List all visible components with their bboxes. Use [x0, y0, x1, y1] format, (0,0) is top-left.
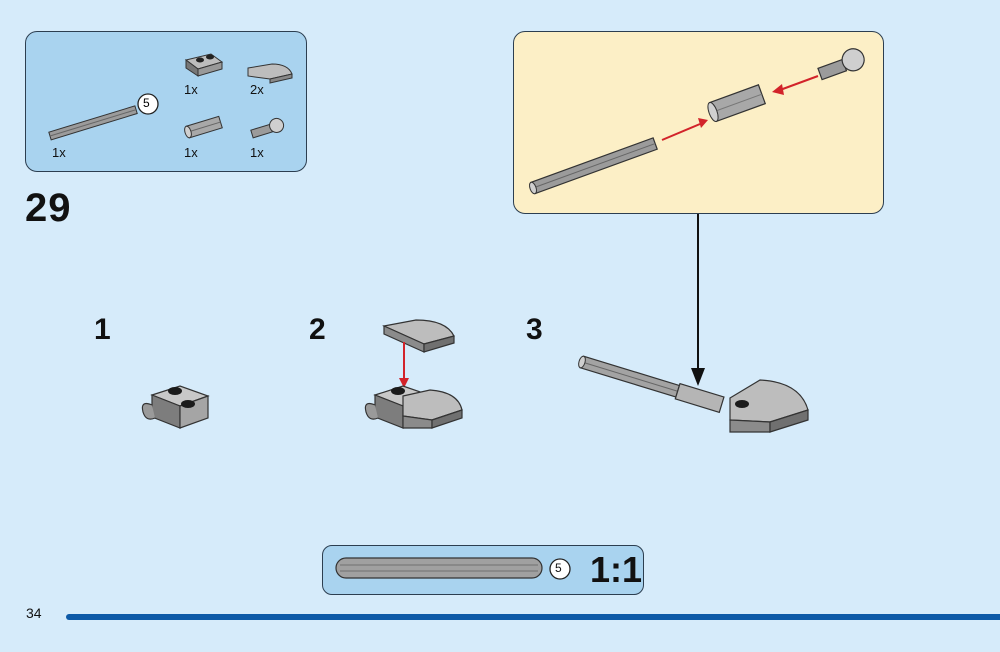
substep-1-number: 1	[94, 313, 111, 346]
qty-curved-slope: 2x	[250, 82, 264, 97]
axle-connector-icon	[184, 115, 223, 139]
scale-label: 1:1	[590, 549, 643, 590]
axle-5-icon	[48, 93, 159, 141]
axle-with-ball-icon	[250, 117, 285, 139]
page-footer-bar	[66, 614, 1000, 620]
curved-slope-icon	[247, 63, 293, 84]
qty-axle-ball: 1x	[250, 145, 264, 160]
page-number: 34	[26, 605, 42, 621]
axle-length-label: 5	[143, 96, 150, 110]
callout-box	[513, 31, 884, 214]
substep-3-number: 3	[526, 313, 543, 346]
parts-list-box: 5 1x 1x 2x 1x 1x	[25, 31, 307, 172]
ruler-length-label: 5	[555, 561, 562, 575]
plate-with-clip-icon	[184, 53, 224, 77]
step-number: 29	[25, 186, 72, 230]
qty-axle: 1x	[52, 145, 66, 160]
qty-connector: 1x	[184, 145, 198, 160]
substep-2-number: 2	[309, 313, 326, 346]
qty-plate-clip: 1x	[184, 82, 198, 97]
